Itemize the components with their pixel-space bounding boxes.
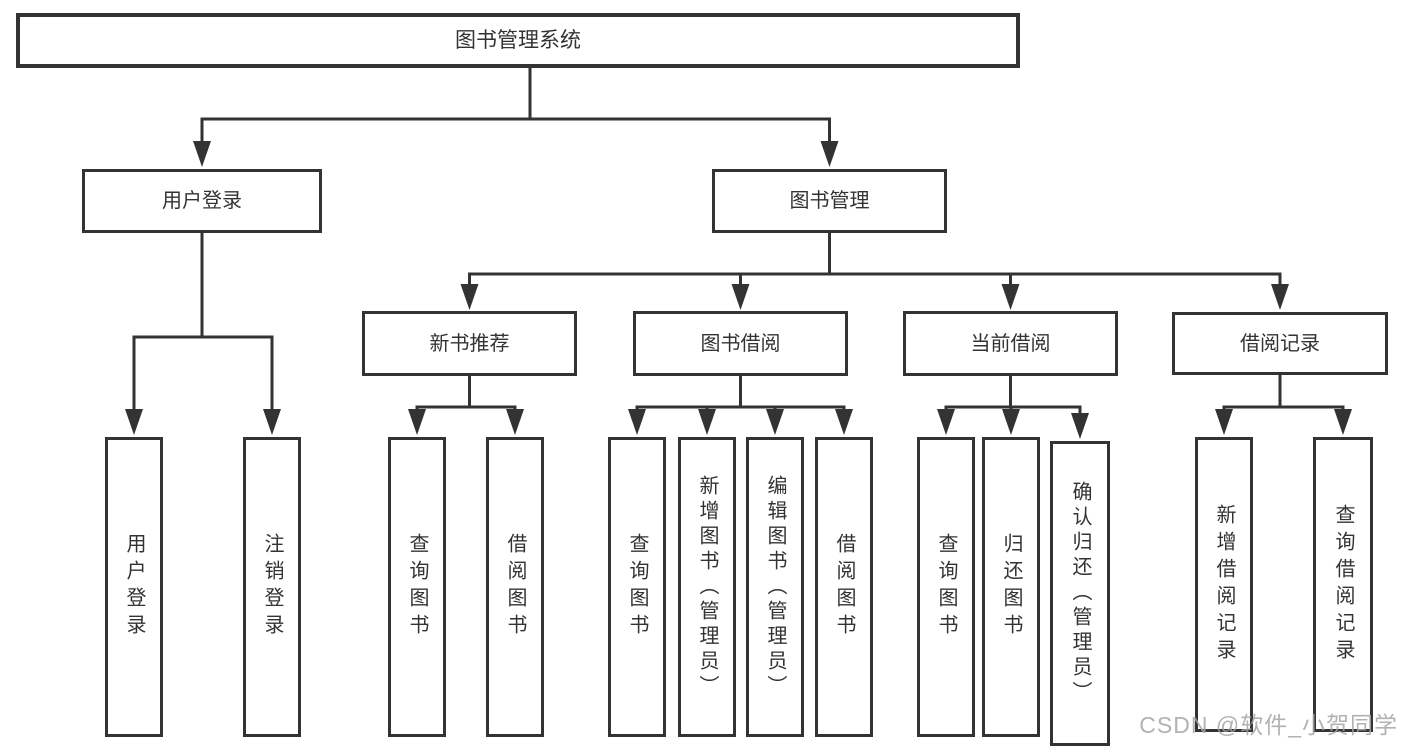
node-root: 图书管理系统 — [16, 13, 1020, 68]
node-label: 借阅图书 — [504, 533, 526, 641]
node-borrow-books-leaf: 借阅图书 — [815, 437, 873, 737]
node-query-books-recommend: 查询图书 — [388, 437, 446, 737]
node-confirm-return-admin: 确认归还（管理员） — [1050, 441, 1110, 746]
node-add-book-admin: 新增图书（管理员） — [678, 437, 736, 737]
node-book-management: 图书管理 — [712, 169, 947, 233]
node-query-borrow-record: 查询借阅记录 — [1313, 437, 1373, 732]
node-label: 新增图书（管理员） — [696, 474, 718, 700]
node-current-borrow: 当前借阅 — [903, 311, 1118, 376]
node-label: 编辑图书（管理员） — [764, 474, 786, 700]
node-borrow-books-recommend: 借阅图书 — [486, 437, 544, 737]
node-query-books-current: 查询图书 — [917, 437, 975, 737]
node-borrow-records: 借阅记录 — [1172, 312, 1388, 375]
node-label: 借阅图书 — [833, 533, 855, 641]
node-user-login: 用户登录 — [82, 169, 322, 233]
node-user-login-leaf: 用户登录 — [105, 437, 163, 737]
node-label: 查询图书 — [935, 533, 957, 641]
node-label: 归还图书 — [1000, 533, 1022, 641]
node-add-borrow-record: 新增借阅记录 — [1195, 437, 1253, 732]
node-label: 查询图书 — [406, 533, 428, 641]
node-logout-leaf: 注销登录 — [243, 437, 301, 737]
node-label: 查询借阅记录 — [1332, 503, 1354, 666]
node-label: 用户登录 — [123, 533, 145, 641]
node-new-book-recommend: 新书推荐 — [362, 311, 577, 376]
node-label: 新增借阅记录 — [1213, 503, 1235, 666]
node-label: 注销登录 — [261, 533, 283, 641]
node-label: 查询图书 — [626, 533, 648, 641]
node-return-book: 归还图书 — [982, 437, 1040, 737]
node-label: 确认归还（管理员） — [1069, 481, 1091, 706]
node-book-borrow: 图书借阅 — [633, 311, 848, 376]
watermark-text: CSDN @软件_小贺同学 — [1139, 712, 1398, 738]
node-edit-book-admin: 编辑图书（管理员） — [746, 437, 804, 737]
node-query-books-borrow: 查询图书 — [608, 437, 666, 737]
arrowheads — [125, 141, 1352, 439]
